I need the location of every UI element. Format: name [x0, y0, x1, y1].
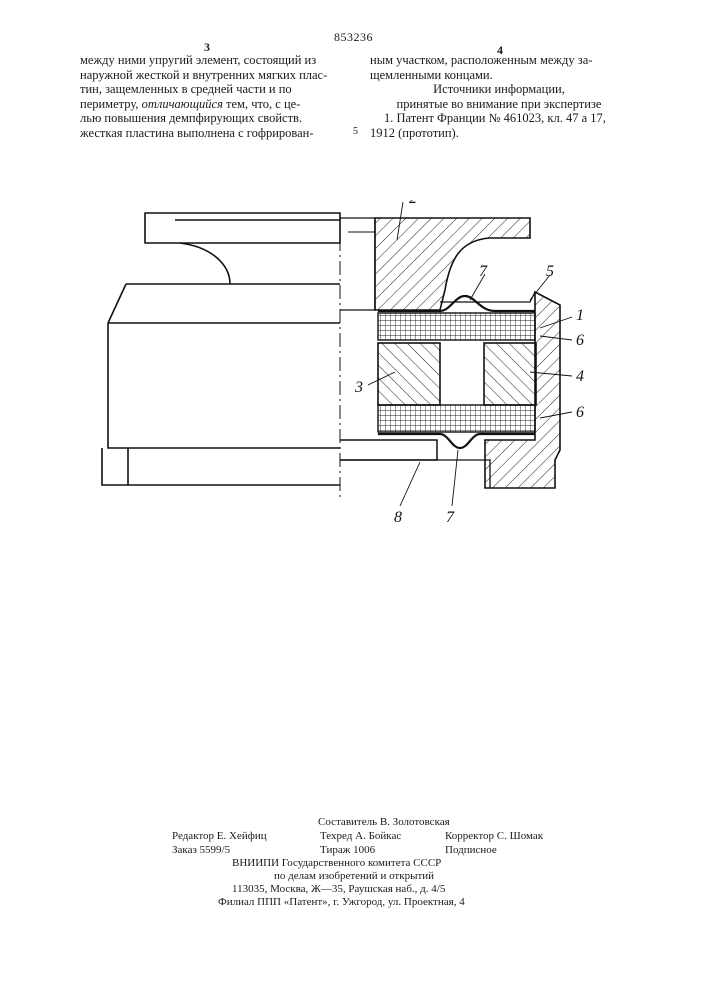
editor: Редактор Е. Хейфиц	[172, 830, 267, 843]
base-plate	[102, 448, 340, 485]
soft-plate-upper-6	[378, 313, 535, 340]
compiler: Составитель В. Золотовская	[318, 816, 450, 829]
order-number: Заказ 5599/5	[172, 844, 230, 857]
publisher-dept: по делам изобретений и открытий	[274, 870, 434, 883]
bottom-plate-part8	[340, 440, 437, 460]
source-item: 1. Патент Франции № 461023, кл. 47 а 17,	[370, 111, 628, 126]
fillet	[180, 243, 230, 284]
label-1: 1	[576, 307, 584, 324]
right-column-text: ным участком, расположенным между за- ще…	[370, 53, 628, 141]
patent-number: 853236	[334, 30, 373, 45]
label-3: 3	[354, 379, 363, 396]
corrector: Корректор С. Шомак	[445, 830, 543, 843]
text-fragment: тем, что, с це-	[223, 97, 300, 111]
left-column-text: между ними упругий элемент, состоящий из…	[80, 53, 352, 141]
soft-plate-lower-6	[378, 405, 535, 432]
text-line: жесткая пластина выполнена с гофрирован-	[80, 126, 352, 141]
technical-drawing: 2 5 7 1 6 3 4 6 8 7	[95, 200, 595, 530]
text-fragment: периметру,	[80, 97, 142, 111]
tech-editor: Техред А. Бойкас	[320, 830, 401, 843]
label-2: 2	[409, 200, 417, 207]
label-7-upper: 7	[479, 263, 488, 280]
circulation: Тираж 1006	[320, 844, 375, 857]
text-line: тин, защемленных в средней части и по	[80, 82, 352, 97]
top-flange	[145, 213, 340, 243]
printing-branch: Филиал ППП «Патент», г. Ужгород, ул. Про…	[218, 896, 465, 909]
text-line: щемленными концами.	[370, 68, 628, 83]
label-7-lower: 7	[446, 509, 455, 526]
label-5: 5	[546, 263, 554, 280]
label-4: 4	[576, 368, 584, 385]
inner-block-part4	[484, 343, 536, 405]
label-8: 8	[394, 509, 402, 526]
line-number-marker: 5	[353, 126, 358, 137]
text-line: ным участком, расположенным между за-	[370, 53, 628, 68]
text-line: периметру, отличающийся тем, что, с це-	[80, 97, 352, 112]
sources-subtitle: принятые во внимание при экспертизе	[370, 97, 628, 112]
label-6-lower: 6	[576, 404, 584, 421]
subscription: Подписное	[445, 844, 497, 857]
sources-title: Источники информации,	[370, 82, 628, 97]
text-line: между ними упругий элемент, состоящий из	[80, 53, 352, 68]
label-6-upper: 6	[576, 332, 584, 349]
source-item-cont: 1912 (прототип).	[370, 126, 628, 141]
text-line: наружной жесткой и внутренних мягких пла…	[80, 68, 352, 83]
publisher-address: 113035, Москва, Ж—35, Раушская наб., д. …	[232, 883, 445, 896]
inner-block-part3	[378, 343, 440, 405]
publisher: ВНИИПИ Государственного комитета СССР	[232, 857, 441, 870]
text-line: лью повышения демпфирующих свойств.	[80, 111, 352, 126]
claim-keyword: отличающийся	[142, 97, 223, 111]
